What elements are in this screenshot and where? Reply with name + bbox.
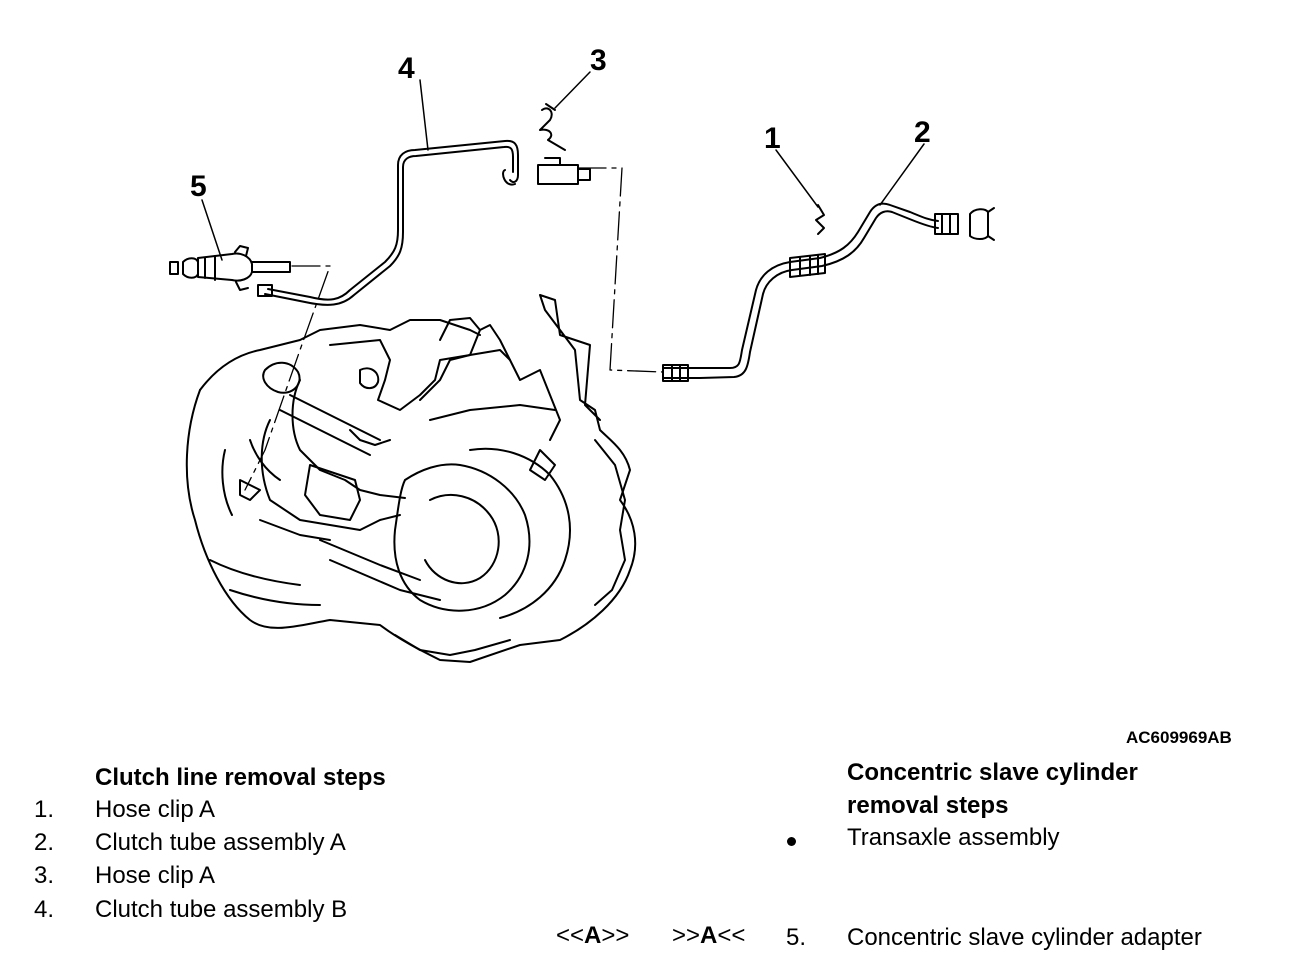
callout-labels: 1 2 3 4 5 [190, 44, 931, 203]
step-3-number: 3. [34, 862, 55, 889]
clutch-tube-assembly-b [257, 139, 591, 306]
callout-2: 2 [914, 116, 931, 149]
callout-4: 4 [398, 52, 415, 85]
clutch-line-heading: Clutch line removal steps [95, 764, 386, 791]
step-3-label: Hose clip A [95, 862, 216, 889]
installation-service-point-ref: >>A<< [672, 922, 746, 949]
clutch-line-exploded-diagram: 1 2 3 4 5 [169, 44, 995, 663]
callout-5: 5 [190, 170, 207, 203]
step-1-number: 1. [34, 796, 55, 823]
step-5-number: 5. [786, 924, 807, 951]
step-4-label: Clutch tube assembly B [95, 896, 348, 923]
assembly-guide-lines [244, 167, 664, 491]
callout-1: 1 [764, 122, 781, 155]
slave-cylinder-heading-line2: removal steps [847, 792, 1009, 819]
transaxle-illustration [185, 294, 637, 663]
step-2-label: Clutch tube assembly A [95, 829, 346, 856]
step-4-number: 4. [34, 896, 55, 923]
step-2-number: 2. [34, 829, 55, 856]
hose-clip-3 [539, 103, 566, 151]
callout-3: 3 [590, 44, 607, 77]
slave-cylinder-heading-line1: Concentric slave cylinder [847, 759, 1138, 786]
transaxle-assembly-label: Transaxle assembly [847, 824, 1060, 851]
bullet-icon [787, 837, 796, 846]
slave-cylinder-adapter [169, 245, 291, 291]
step-5-label: Concentric slave cylinder adapter [847, 924, 1202, 951]
figure-id: AC609969AB [1126, 728, 1232, 747]
removal-service-point-ref: <<A>> [556, 922, 630, 949]
clutch-tube-assembly-a [662, 202, 995, 382]
hose-clip-1 [815, 204, 825, 235]
step-1-label: Hose clip A [95, 796, 216, 823]
leader-lines [201, 71, 925, 261]
